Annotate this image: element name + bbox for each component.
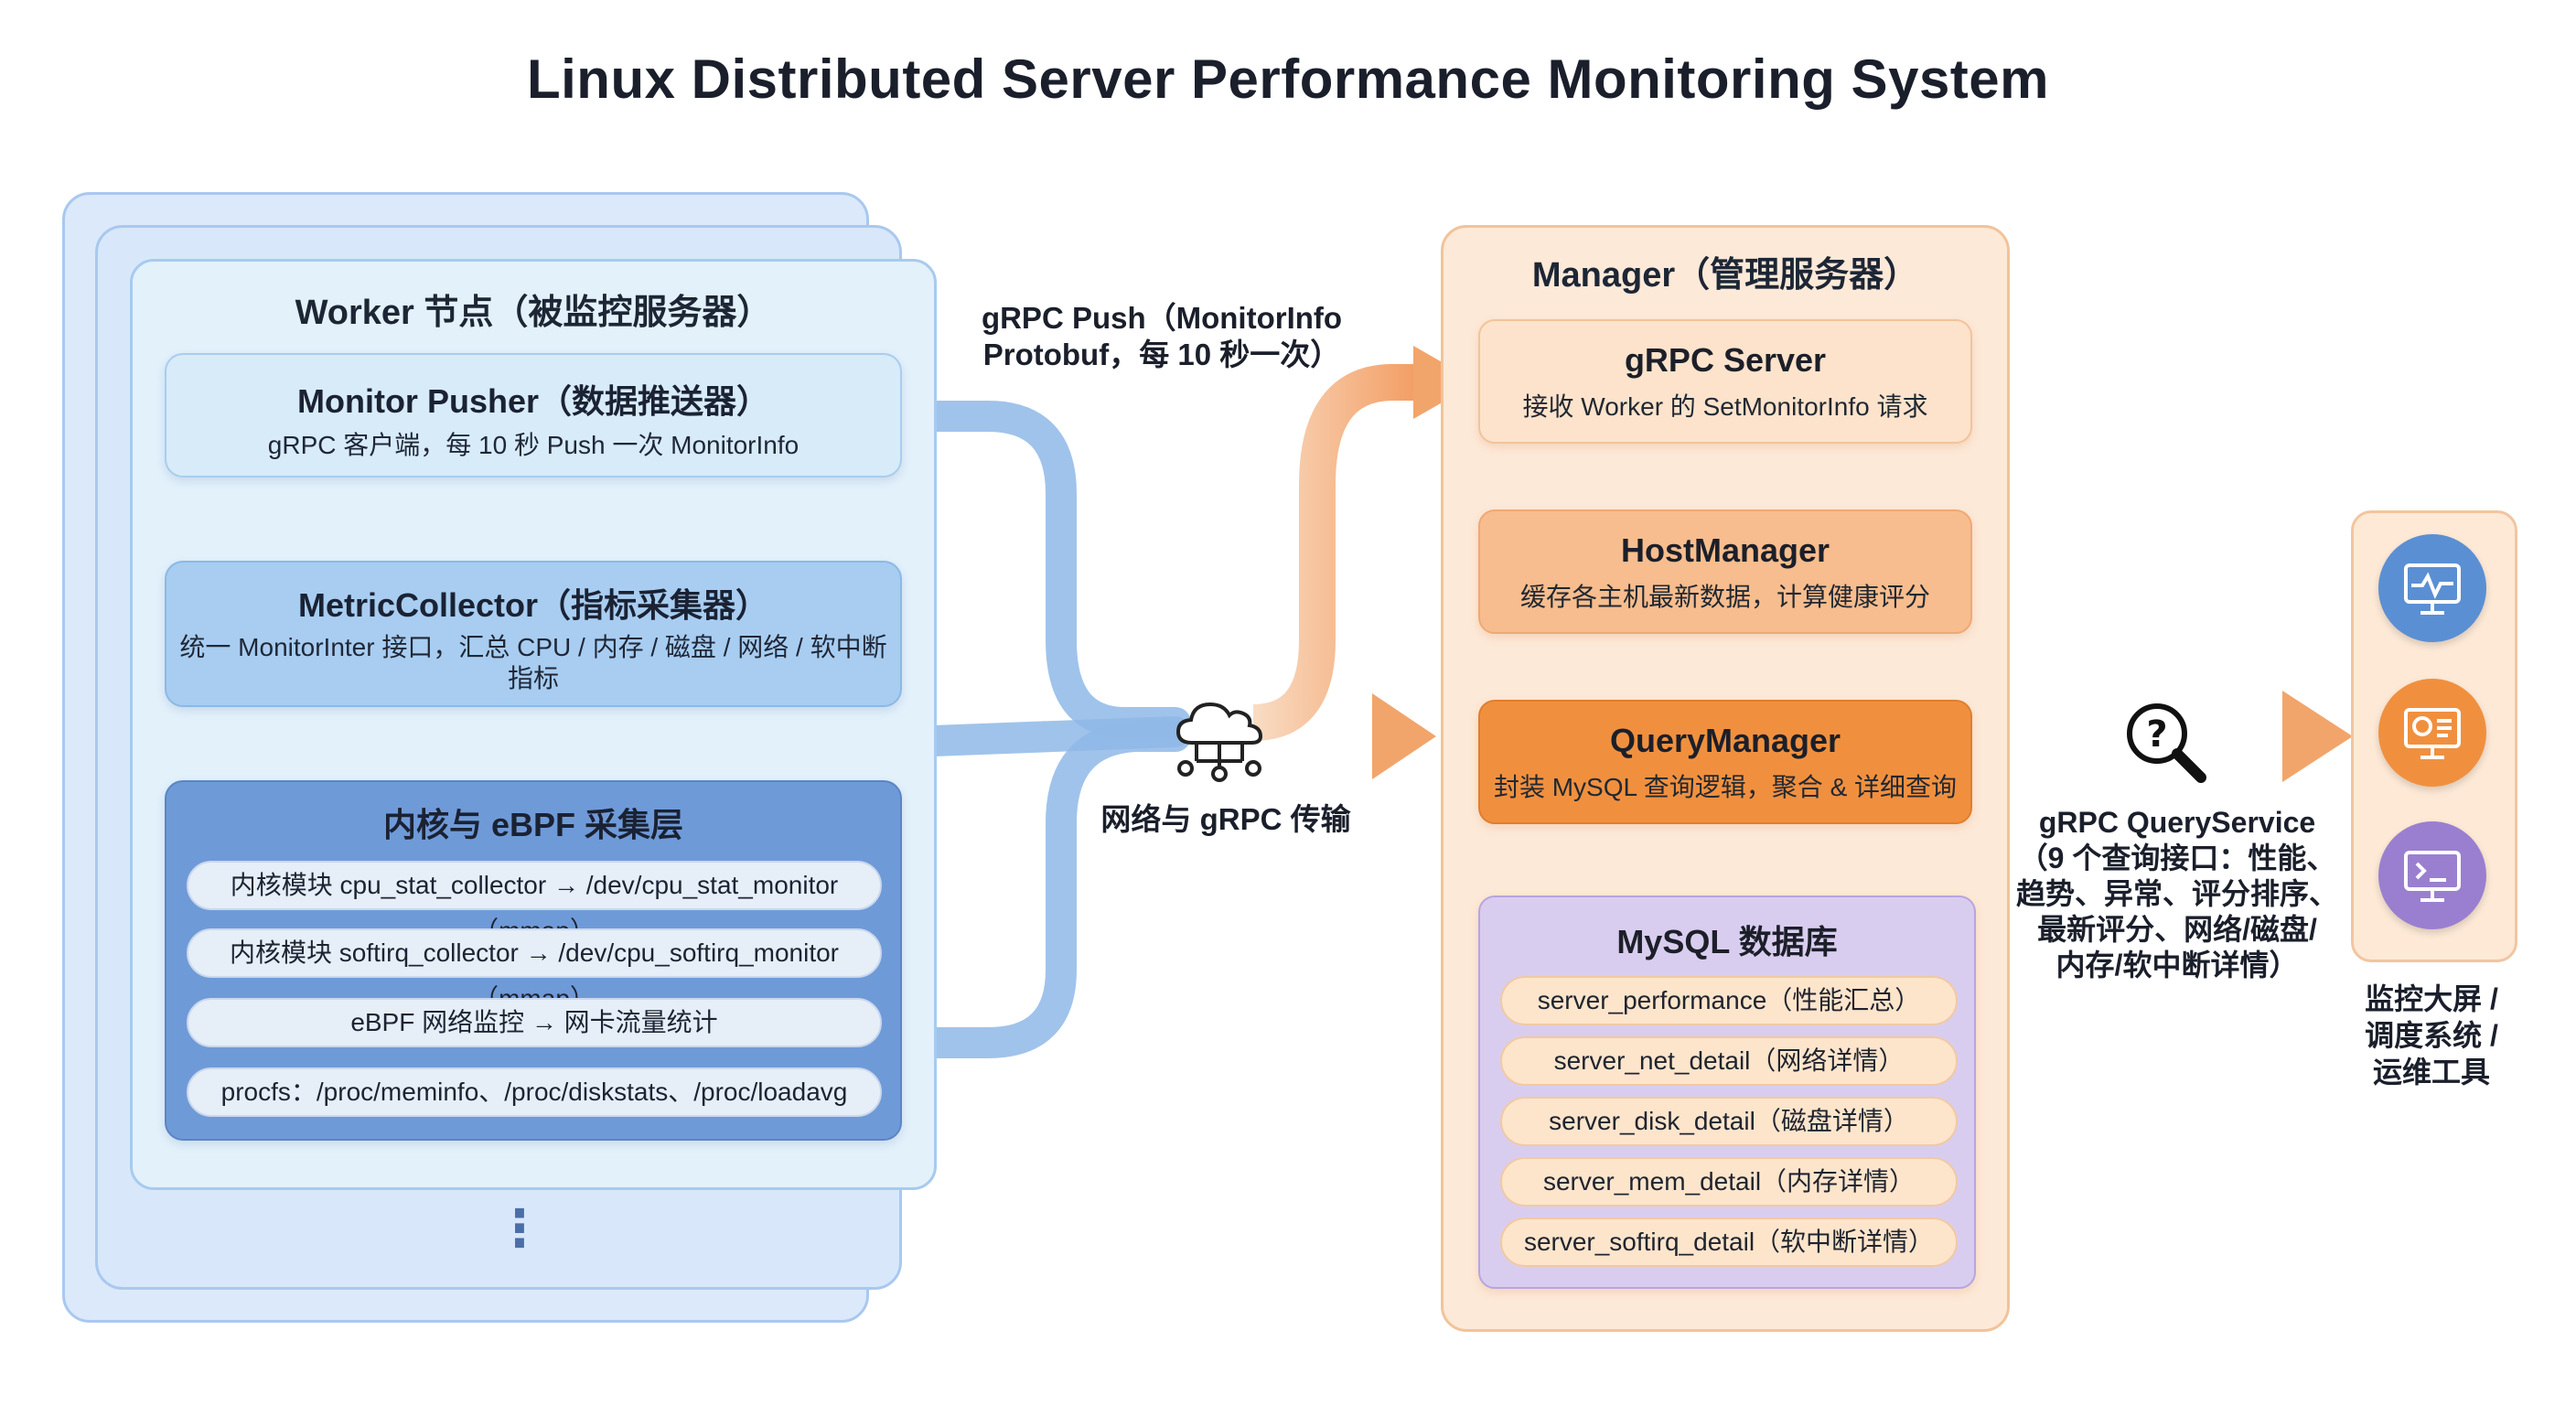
query-service-line: gRPC QueryService [2038,806,2316,839]
host-manager-card: HostManager 缓存各主机最新数据，计算健康评分 [1478,509,1972,634]
page-title: Linux Distributed Server Performance Mon… [526,48,2050,110]
dashboard-screen-icon [2378,679,2486,787]
monitor-pulse-icon [2378,534,2486,642]
terminal-screen-icon [2378,821,2486,929]
kernel-layer-title: 内核与 eBPF 采集层 [382,806,684,843]
worker-node-panel: Worker 节点（被监控服务器） Monitor Pusher（数据推送器） … [130,259,937,1190]
kernel-ebpf-layer: 内核与 eBPF 采集层 内核模块 cpu_stat_collector → /… [165,780,902,1141]
query-service-line: 最新评分、网络/磁盘/ [2037,913,2317,946]
svg-text:?: ? [2146,713,2167,756]
manager-panel: Manager（管理服务器） gRPC Server 接收 Worker 的 S… [1441,225,2010,1332]
clients-label-line: 监控大屏 / [2365,982,2498,1015]
cloud-network-icon [1169,695,1270,787]
kernel-item: procfs：/proc/meminfo、/proc/diskstats、/pr… [187,1067,882,1117]
metric-collector-title: MetricCollector（指标采集器） [297,586,769,624]
arrow-head-query-manager [1372,693,1436,779]
clients-label: 监控大屏 / 调度系统 / 运维工具 [2324,981,2539,1090]
clients-label-line: 调度系统 / [2365,1019,2498,1052]
flow-kernel-to-hub [908,721,1191,1058]
mysql-table-item: server_mem_detail（内存详情） [1500,1157,1958,1207]
query-manager-desc: 封装 MySQL 查询逻辑，聚合 & 详细查询 [1493,773,1958,801]
monitor-pusher-card: Monitor Pusher（数据推送器） gRPC 客户端，每 10 秒 Pu… [165,353,902,477]
cloud-label: 网络与 gRPC 传输 [1100,802,1351,836]
query-service-line: （9 个查询接口：性能、 [2018,842,2336,874]
grpc-server-title: gRPC Server [1624,341,1827,379]
kernel-item: eBPF 网络监控 → 网卡流量统计 [187,998,882,1047]
query-manager-title: QueryManager [1609,722,1841,759]
mysql-title: MySQL 数据库 [1616,923,1838,960]
monitor-pusher-desc: gRPC 客户端，每 10 秒 Push 一次 MonitorInfo [267,431,800,459]
host-manager-desc: 缓存各主机最新数据，计算健康评分 [1519,583,1930,611]
push-label-line-1: gRPC Push（MonitorInfo [981,301,1343,335]
kernel-item: 内核模块 softirq_collector → /dev/cpu_softir… [187,928,882,1013]
search-help-icon: ? [2120,697,2212,788]
flow-pusher-to-hub [886,401,1191,738]
query-service-line: 趋势、异常、评分排序、 [2015,877,2338,910]
metric-collector-desc-1: 统一 MonitorInter 接口，汇总 CPU / 内存 / 磁盘 / 网络… [179,633,887,661]
query-service-label: gRPC QueryService （9 个查询接口：性能、 趋势、异常、评分排… [2003,805,2351,983]
grpc-server-card: gRPC Server 接收 Worker 的 SetMonitorInfo 请… [1478,319,1972,444]
monitor-pusher-title: Monitor Pusher（数据推送器） [296,382,769,420]
query-service-line: 内存/软中断详情） [2055,949,2299,981]
metric-collector-desc-2: 指标 [507,664,559,692]
push-label: gRPC Push（MonitorInfo Protobuf，每 10 秒一次） [979,300,1345,373]
push-label-line-2: Protobuf，每 10 秒一次） [982,338,1341,371]
query-manager-card: QueryManager 封装 MySQL 查询逻辑，聚合 & 详细查询 [1478,700,1972,824]
clients-label-line: 运维工具 [2372,1056,2490,1089]
mysql-table-item: server_net_detail（网络详情） [1500,1036,1958,1086]
manager-title: Manager（管理服务器） [1531,256,1919,295]
worker-title: Worker 节点（被监控服务器） [295,294,772,332]
mysql-table-item: server_softirq_detail（软中断详情） [1500,1217,1958,1267]
flow-hub-to-grpc-server [1252,364,1427,741]
more-workers-ellipsis: ⋮ [494,1199,545,1257]
arrow-head-query-service [2282,691,2353,782]
kernel-item: 内核模块 cpu_stat_collector → /dev/cpu_stat_… [187,861,882,945]
host-manager-title: HostManager [1620,531,1830,569]
mysql-table-item: server_performance（性能汇总） [1500,976,1958,1025]
metric-collector-card: MetricCollector（指标采集器） 统一 MonitorInter 接… [165,561,902,707]
mysql-table-item: server_disk_detail（磁盘详情） [1500,1097,1958,1146]
mysql-database-card: MySQL 数据库 server_performance（性能汇总） serve… [1478,896,1976,1289]
grpc-server-desc: 接收 Worker 的 SetMonitorInfo 请求 [1522,392,1928,421]
